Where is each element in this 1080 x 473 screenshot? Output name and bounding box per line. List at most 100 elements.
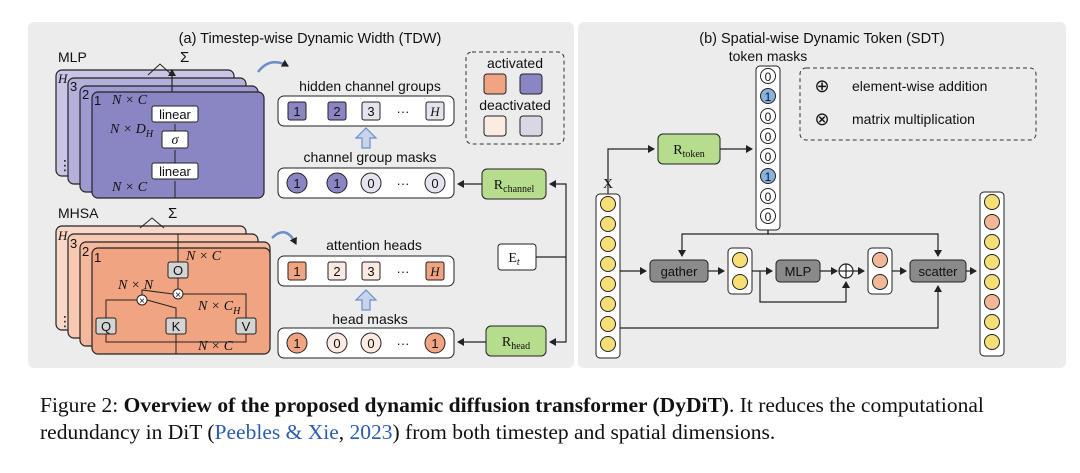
token-mask-1: 1: [765, 90, 772, 104]
token-mask-0: 0: [765, 70, 772, 84]
legend-mul-label: matrix multiplication: [852, 111, 975, 127]
mlp-stack-num-3: 3: [70, 79, 77, 94]
channel-mask-3: 0: [367, 176, 374, 191]
mlp-nxdh: N × DH: [109, 122, 154, 140]
output-token: [984, 274, 1000, 290]
citation-link[interactable]: Peebles & Xie: [214, 420, 339, 444]
head-mask-h: 1: [431, 336, 438, 351]
legend-add-symbol: ⊕: [814, 76, 829, 96]
r-channel: Rchannel: [494, 178, 535, 195]
mlp-stack-num-1: 1: [94, 93, 101, 108]
head-1: 1: [293, 264, 300, 279]
legend-activated-label: activated: [487, 55, 543, 71]
head-up-arrow: [354, 289, 378, 311]
mhsa-q: Q: [101, 319, 111, 334]
output-token: [984, 334, 1000, 350]
token-mask-6: 0: [765, 190, 772, 204]
mhsa-v: V: [242, 319, 251, 334]
svg-text:⋮: ⋮: [58, 157, 72, 173]
hidden-group-1: 1: [293, 104, 300, 119]
mhsa-label: MHSA: [58, 205, 99, 221]
mlp-linear-top: linear: [159, 107, 191, 122]
attention-heads: [287, 261, 445, 281]
head-masks: [286, 332, 446, 354]
et: Et: [508, 251, 520, 268]
channel-mask-dots: ···: [397, 176, 410, 191]
output-token: [984, 294, 1000, 310]
mlp-nxc-top: N × C: [111, 93, 148, 108]
svg-text:×: ×: [139, 296, 145, 307]
output-token: [984, 314, 1000, 330]
mhsa-k: K: [172, 319, 181, 334]
token-masks-label: token masks: [729, 48, 808, 64]
legend-mul-symbol: ⊗: [814, 109, 829, 129]
attention-heads-label: attention heads: [326, 237, 422, 253]
scatter-label: scatter: [918, 264, 958, 279]
channel-mask-1: 1: [293, 176, 300, 191]
figure-caption: Figure 2: Overview of the proposed dynam…: [40, 393, 984, 444]
mlp-stack-num-h: H: [57, 71, 68, 86]
token-mask-7: 0: [765, 210, 772, 224]
mhsa-sum-symbol: Σ: [168, 205, 177, 222]
mhsa-curved-arrow: [271, 231, 298, 245]
mhsa-nxc-top: N × C: [185, 249, 222, 264]
head-2: 2: [333, 264, 340, 279]
caption-title: Overview of the proposed dynamic diffusi…: [123, 393, 729, 417]
mlp-label: MLP: [58, 49, 87, 65]
output-tokens: [984, 194, 1000, 350]
hidden-groups-label: hidden channel groups: [299, 78, 441, 94]
token-mask-3: 0: [765, 130, 772, 144]
mhsa-nxch: N × CH: [197, 299, 241, 317]
activation-legend: [465, 51, 565, 145]
output-token: [984, 194, 1000, 210]
output-token: [984, 234, 1000, 250]
mhsa-nxn: N × N: [117, 278, 154, 293]
mlp-sigma: σ: [172, 133, 180, 148]
gather-label: gather: [661, 264, 699, 279]
mlp-curved-arrow: [257, 59, 289, 73]
head-mask-2: 0: [333, 336, 340, 351]
head-mask-1: 1: [293, 336, 300, 351]
output-token: [984, 214, 1000, 230]
mhsa-o: O: [173, 263, 183, 278]
mlp-linear-bottom: linear: [159, 164, 191, 179]
head-dots: ···: [397, 264, 410, 279]
mhsa-stack-num-1: 1: [94, 250, 101, 265]
head-h: H: [429, 264, 440, 279]
r-token: Rtoken: [673, 143, 705, 160]
hidden-group-2: 2: [333, 104, 340, 119]
x-tokens: [600, 196, 616, 352]
hidden-group-h: H: [429, 104, 440, 119]
sdt-op-legend: [799, 67, 1037, 141]
sdt-mlp-label: MLP: [785, 264, 812, 279]
token-mask-circles: [760, 68, 776, 224]
mhsa-stack-num-3: 3: [70, 236, 77, 251]
legend-deactivated-label: deactivated: [479, 97, 551, 113]
mhsa-stack-num-2: 2: [82, 244, 89, 259]
r-head-box: [485, 325, 547, 357]
token-mask-4: 0: [765, 150, 772, 164]
mlp-stack-num-2: 2: [82, 87, 89, 102]
hidden-groups: [287, 101, 445, 121]
mhsa-nxc-bottom: N × C: [197, 339, 234, 354]
head-3: 3: [367, 264, 374, 279]
token-mask-5: 1: [765, 170, 772, 184]
mhsa-stack-num-h: H: [57, 228, 68, 243]
legend-add-label: element-wise addition: [852, 78, 987, 94]
mlp-nxc-bottom: N × C: [111, 180, 148, 195]
channel-masks-label: channel group masks: [303, 149, 436, 165]
hidden-group-dots: ···: [397, 104, 410, 119]
channel-masks: [286, 172, 446, 194]
channel-mask-2: 1: [333, 176, 340, 191]
hidden-group-3: 3: [367, 104, 374, 119]
citation-year-link[interactable]: 2023: [349, 420, 393, 444]
mlp-linear-top-box: [151, 105, 199, 123]
channel-up-arrow: [354, 127, 378, 149]
head-mask-dots: ···: [397, 336, 410, 351]
token-mask-2: 0: [765, 110, 772, 124]
r-head: Rhead: [502, 335, 530, 352]
output-token: [984, 254, 1000, 270]
head-mask-3: 0: [367, 336, 374, 351]
tdw-title: (a) Timestep-wise Dynamic Width (TDW): [179, 31, 442, 47]
mhsa-sum-lines: [139, 217, 165, 229]
